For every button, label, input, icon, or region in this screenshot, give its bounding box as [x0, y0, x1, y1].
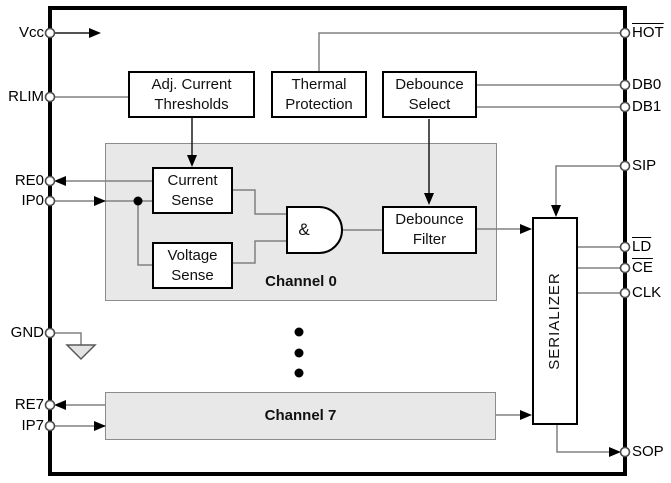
- re7-arrow-icon: [54, 400, 66, 410]
- terminal-rlim: [44, 91, 56, 103]
- and-gate-label: &: [298, 220, 310, 239]
- vcc-arrow-icon: [89, 28, 101, 38]
- wires: [52, 32, 625, 453]
- pin-label-rlim: RLIM: [8, 88, 44, 105]
- wire-current-sense-gate: [233, 189, 287, 215]
- pin-label-db1: DB1: [632, 98, 662, 115]
- ip0-arrow-icon: [94, 196, 106, 206]
- terminal-re7: [44, 399, 56, 411]
- ellipsis-dot: [294, 327, 304, 337]
- channel7-serializer-arrow-icon: [520, 410, 532, 420]
- block-serializer-label: SERIALIZER: [546, 272, 563, 370]
- ellipsis-dot: [294, 368, 304, 378]
- terminal-hot: [619, 27, 631, 39]
- channel0-label: Channel 0: [265, 273, 337, 290]
- block-debounce-select: Debounce Select: [382, 71, 477, 118]
- terminal-ip7: [44, 420, 56, 432]
- adj-current-arrow-icon: [187, 155, 197, 167]
- pin-label-re7: RE7: [14, 396, 44, 413]
- terminal-vcc: [44, 27, 56, 39]
- ip7-arrow-icon: [94, 421, 106, 431]
- pin-terminals: [44, 27, 631, 458]
- pin-label-sop: SOP: [632, 443, 664, 460]
- block-current-sense-label: Current Sense: [167, 171, 218, 209]
- pin-label-sip: SIP: [632, 157, 657, 174]
- terminal-re0: [44, 175, 56, 187]
- block-debounce-filter: Debounce Filter: [382, 206, 477, 254]
- block-serializer: SERIALIZER: [532, 217, 578, 425]
- pin-label-re0: RE0: [14, 172, 44, 189]
- pin-label-ip0: IP0: [21, 192, 44, 209]
- terminal-gnd: [44, 327, 56, 339]
- terminal-clk: [619, 287, 631, 299]
- pin-label-clk: CLK: [632, 284, 662, 301]
- terminal-ip0: [44, 195, 56, 207]
- chip-outline: [48, 6, 627, 476]
- block-current-sense: Current Sense: [152, 167, 233, 214]
- channels-ellipsis-dots: [294, 327, 304, 378]
- terminal-sip: [619, 160, 631, 172]
- ellipsis-dot: [294, 348, 304, 358]
- block-voltage-sense-label: Voltage Sense: [167, 246, 218, 284]
- wire-voltage-sense-gate: [233, 240, 287, 264]
- re0-arrow-icon: [54, 176, 66, 186]
- block-adj-current-thresholds: Adj. Current Thresholds: [128, 71, 255, 118]
- arrowheads: [54, 28, 621, 457]
- channel7-label: Channel 7: [264, 407, 337, 424]
- terminal-sop: [619, 446, 631, 458]
- channel7-group-box: [105, 392, 496, 440]
- terminal-ld: [619, 241, 631, 253]
- pin-label-gnd: GND: [10, 324, 44, 341]
- dbfilter-serializer-arrow-icon: [520, 224, 532, 234]
- and-gate-shape: [286, 206, 343, 254]
- ip0-junction-dot: [133, 196, 143, 206]
- block-debounce-filter-label: Debounce Filter: [395, 211, 464, 248]
- block-thermal-protection: Thermal Protection: [271, 71, 367, 118]
- terminal-db1: [619, 101, 631, 113]
- pin-label-ip7: IP7: [21, 417, 44, 434]
- wire-gnd: [52, 332, 82, 345]
- pin-label-ce: CE: [632, 259, 653, 276]
- pin-label-vcc: Vcc: [18, 24, 44, 41]
- dbsel-arrow-icon: [424, 193, 434, 205]
- sip-arrow-icon: [551, 205, 561, 217]
- block-voltage-sense: Voltage Sense: [152, 242, 233, 289]
- pin-label-db0: DB0: [632, 76, 662, 93]
- wire-ip0-voltage-sense: [137, 201, 152, 266]
- block-debounce-select-label: Debounce Select: [395, 75, 464, 113]
- terminal-ce: [619, 262, 631, 274]
- wire-thermal-hot: [318, 32, 625, 71]
- sop-arrow-icon: [609, 447, 621, 457]
- block-adj-current-thresholds-label: Adj. Current Thresholds: [151, 75, 232, 113]
- pin-label-hot: HOT: [632, 24, 664, 41]
- wire-serializer-sop: [556, 425, 609, 453]
- pin-label-ld: LD: [632, 238, 652, 255]
- terminal-db0: [619, 79, 631, 91]
- wire-sip: [555, 165, 625, 207]
- block-thermal-protection-label: Thermal Protection: [285, 75, 353, 113]
- ground-symbol-icon: [65, 344, 97, 361]
- wires-dark: [52, 32, 430, 194]
